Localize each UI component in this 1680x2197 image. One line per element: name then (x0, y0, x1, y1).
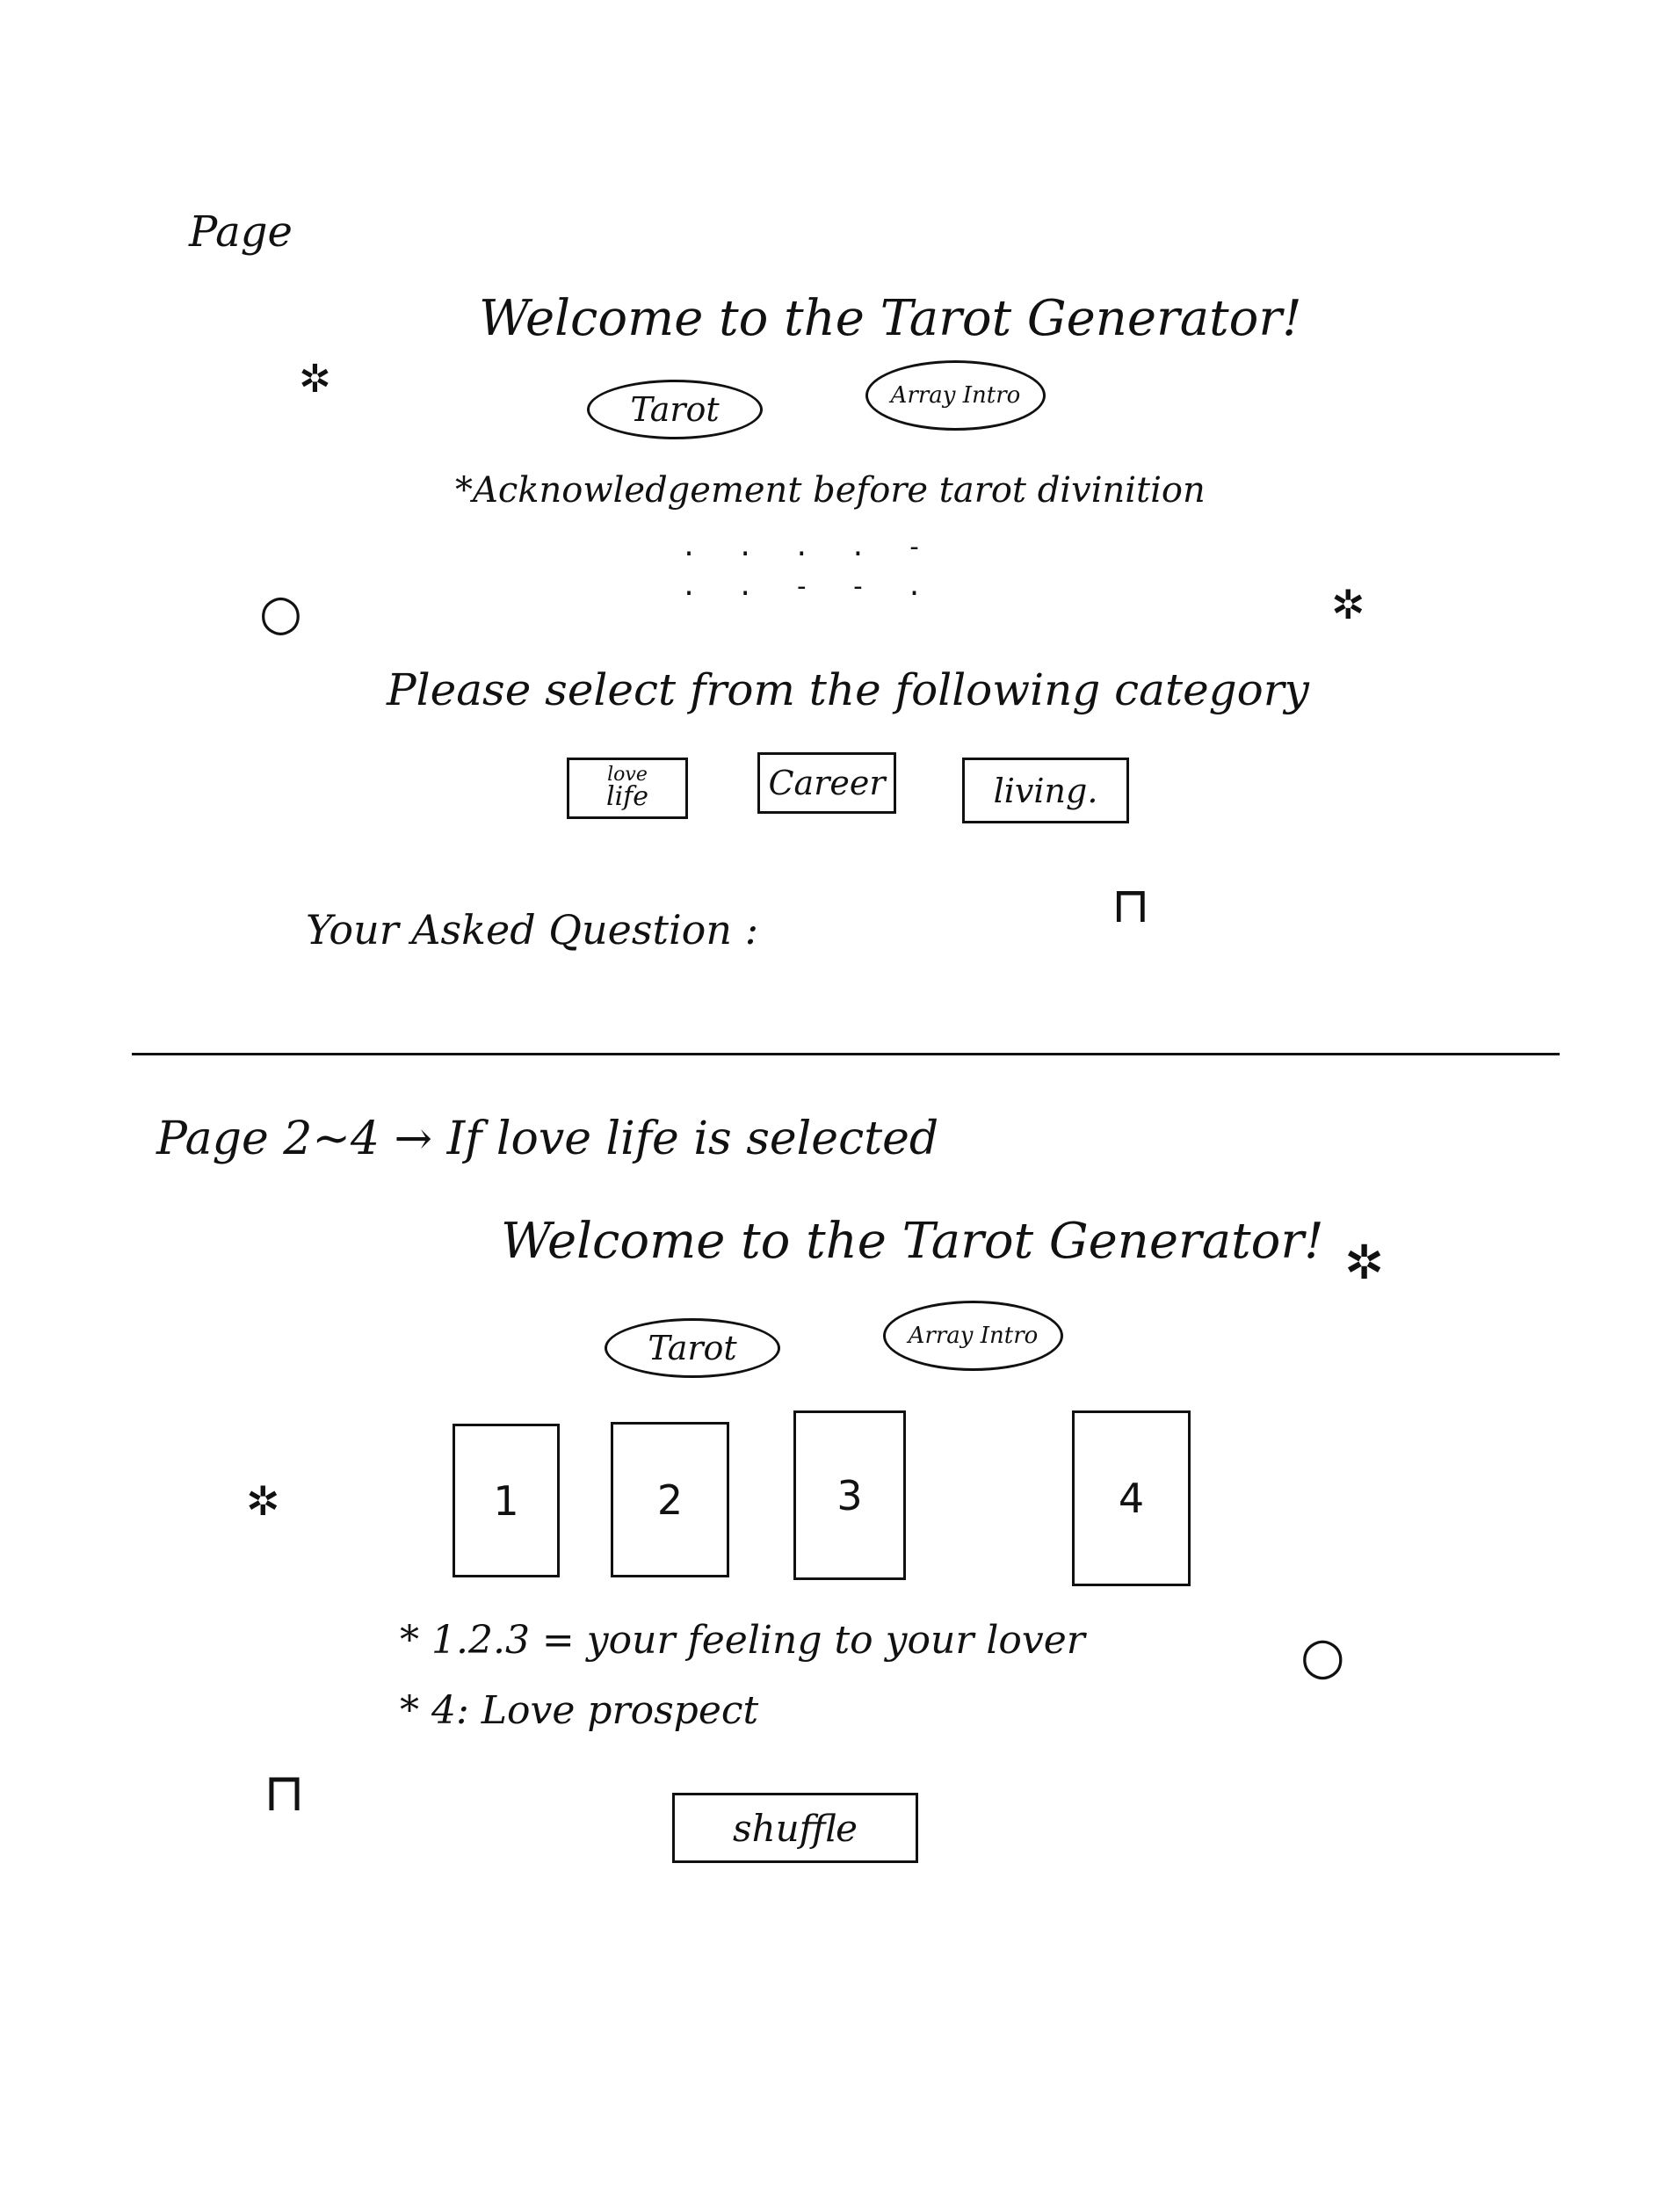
category-love-life-line2: life (605, 781, 649, 813)
category-living-button[interactable]: living. (962, 758, 1129, 823)
page2-welcome-title: Welcome to the Tarot Generator! (501, 1213, 1324, 1270)
page2-note-feeling: * 1.2.3 = your feeling to your lover (400, 1618, 1085, 1663)
star-doodle-icon: ✲ (1331, 581, 1365, 628)
page1-placeholder-dots-1: . . . . - (681, 532, 935, 562)
square-doodle-icon: ⊓ (264, 1762, 305, 1824)
page2-note-prospect: * 4: Love prospect (400, 1688, 759, 1733)
circle-doodle-icon: ○ (259, 584, 302, 642)
square-doodle-icon: ⊓ (1112, 877, 1150, 934)
page2-tarot-button[interactable]: Tarot (605, 1318, 780, 1378)
star-doodle-icon: ✲ (1344, 1235, 1385, 1290)
page1-tarot-button[interactable]: Tarot (587, 380, 763, 439)
page-divider (132, 1053, 1560, 1055)
page1-label: Page (189, 207, 293, 257)
star-doodle-icon: ✲ (246, 1477, 280, 1525)
page2-label: Page 2~4 → If love life is selected (156, 1113, 939, 1165)
circle-doodle-icon: ○ (1300, 1626, 1345, 1686)
tarot-card-2[interactable]: 2 (611, 1422, 729, 1577)
tarot-card-3[interactable]: 3 (793, 1410, 906, 1580)
star-doodle-icon: ✲ (299, 357, 331, 402)
page2-array-intro-button[interactable]: Array Intro (883, 1301, 1063, 1371)
category-career-button[interactable]: Career (757, 752, 896, 814)
shuffle-button[interactable]: shuffle (672, 1793, 918, 1863)
page1-question-label: Your Asked Question : (306, 906, 759, 953)
page1-placeholder-dots-2: . . - - . (681, 571, 935, 602)
tarot-card-4[interactable]: 4 (1072, 1410, 1191, 1586)
category-love-life-line1: love (607, 764, 648, 787)
page1-category-prompt: Please select from the following categor… (387, 664, 1309, 715)
category-love-life-button[interactable]: love life (567, 758, 688, 819)
page1-acknowledgement-text: *Acknowledgement before tarot divinition (455, 470, 1206, 511)
page1-welcome-title: Welcome to the Tarot Generator! (479, 290, 1302, 347)
page1-array-intro-button[interactable]: Array Intro (865, 360, 1046, 431)
tarot-card-1[interactable]: 1 (453, 1424, 560, 1577)
